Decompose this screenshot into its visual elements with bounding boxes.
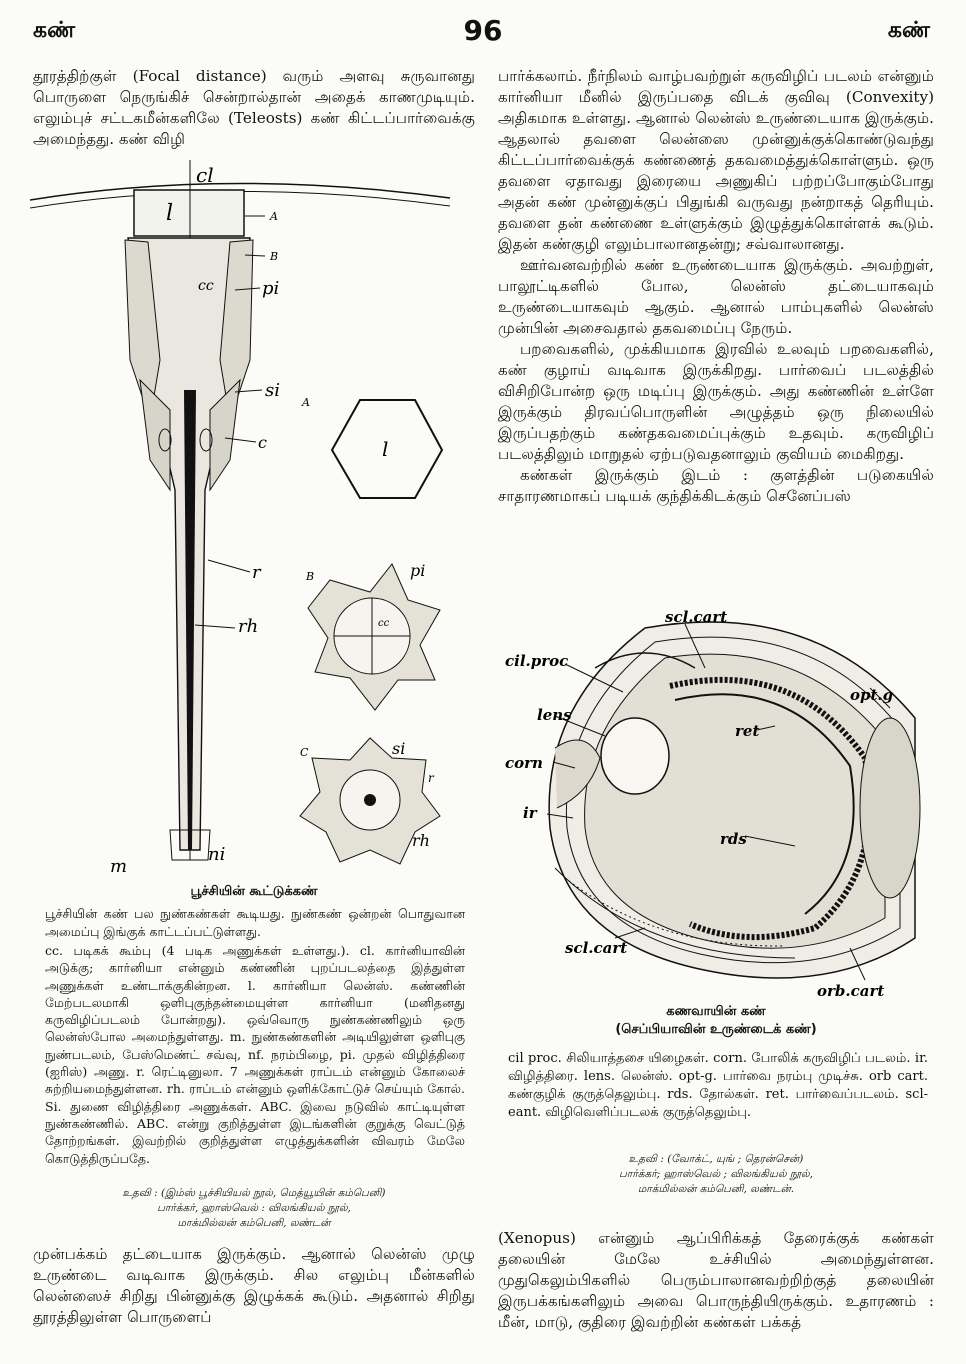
fig1-label-l: l bbox=[166, 201, 173, 226]
fig2-caption: கணவாயின் கண் bbox=[666, 1004, 766, 1019]
fig1-caption: பூச்சியின் கூட்டுக்கண் bbox=[190, 884, 318, 899]
fig2-label-corn: corn bbox=[505, 754, 543, 772]
right-bottom-paragraph: (Xenopus) என்னும் ஆப்பிரிக்கத் தேரைக்குக… bbox=[498, 1228, 934, 1333]
fig1-label-A: A bbox=[269, 210, 278, 223]
right-para-1: பார்க்கலாம். நீர்நிலம் வாழ்பவற்றுள் கருவ… bbox=[498, 67, 934, 253]
right-top-paragraphs: பார்க்கலாம். நீர்நிலம் வாழ்பவற்றுள் கருவ… bbox=[498, 66, 934, 507]
fig1-label-si: si bbox=[265, 380, 280, 401]
right-para-4: கண்கள் இருக்கும் இடம் : குளத்தின் படுகைய… bbox=[498, 466, 934, 505]
fig1-credit-line2: பார்க்கர், ஹாஸ்வெல் : விலங்கியல் நூல், bbox=[157, 1202, 351, 1214]
cuttlefish-eye-figure: scl.cart cil.proc lens corn ir ret opt.g… bbox=[505, 608, 921, 1000]
fig1-label-rh: rh bbox=[238, 616, 258, 637]
left-top-text: தூரத்திற்குள் (Focal distance) வரும் அளவ… bbox=[33, 67, 475, 148]
fig1-credit: உதவி : (இம்ஸ் பூச்சியியல் நூல், மெத்யூயி… bbox=[33, 1186, 475, 1231]
inset-b-letter: B bbox=[305, 570, 314, 583]
inset-c-label-r: r bbox=[428, 771, 435, 785]
header-right: கண் bbox=[887, 18, 930, 43]
fig1-credit-line1: உதவி : (இம்ஸ் பூச்சியியல் நூல், மெத்யூயி… bbox=[122, 1187, 386, 1199]
fig2-label-lens: lens bbox=[537, 706, 572, 724]
inset-a-letter: A bbox=[301, 396, 310, 409]
fig2-label-ir: ir bbox=[523, 804, 538, 822]
inset-c-label-si: si bbox=[392, 739, 405, 758]
fig2-label-opt-g: opt.g bbox=[850, 686, 893, 704]
fig2-credit-line1: உதவி : (வோக்ட், யுங் ; தெரன்சென்) bbox=[628, 1153, 804, 1165]
fig1-label-cc: cc bbox=[198, 278, 214, 294]
fig1-label-m: m bbox=[110, 856, 127, 877]
fig2-label-rds: rds bbox=[720, 830, 747, 848]
fig2-label-cil-proc: cil.proc bbox=[505, 652, 568, 670]
fig1-label-ni: ni bbox=[208, 844, 225, 865]
inset-c-letter: C bbox=[300, 746, 309, 759]
fig1-legend: cc. படிகக் கூம்பு (4 படிக அணுக்கள் உள்ளத… bbox=[45, 943, 465, 1166]
fig2-credit: உதவி : (வோக்ட், யுங் ; தெரன்சென்) பார்க்… bbox=[498, 1152, 934, 1197]
fig2-label-scl-cart-bottom: scl.cart bbox=[565, 939, 627, 957]
insect-eye-figure: cl l A B cc pi si c r rh m ni A l B pi c… bbox=[30, 160, 451, 877]
fig1-label-B: B bbox=[269, 250, 278, 263]
fig1-description: பூச்சியின் கண் பல நுண்கண்கள் கூடியது. நு… bbox=[45, 906, 465, 939]
fig1-label-pi: pi bbox=[262, 278, 279, 299]
fig1-label-cl: cl bbox=[196, 163, 214, 187]
right-para-3: பறவைகளில், முக்கியமாக இரவில் உலவும் பறவை… bbox=[498, 340, 934, 463]
right-bottom-text: (Xenopus) என்னும் ஆப்பிரிக்கத் தேரைக்குக… bbox=[498, 1229, 934, 1331]
page-number: 96 bbox=[463, 14, 503, 47]
inset-b-label-cc: cc bbox=[378, 618, 390, 629]
inset-c-label-rh: rh bbox=[412, 831, 430, 850]
inset-b-label-pi: pi bbox=[410, 561, 425, 580]
left-top-paragraph: தூரத்திற்குள் (Focal distance) வரும் அளவ… bbox=[33, 66, 475, 150]
fig2-label-scl-cart-top: scl.cart bbox=[665, 608, 727, 626]
left-bottom-paragraph: முன்பக்கம் தட்டையாக இருக்கும். ஆனால் லென… bbox=[33, 1244, 475, 1328]
fig2-credit-line2: பார்க்கர்; ஹாஸ்வெல் ; விலங்கியல் நூல், bbox=[619, 1168, 813, 1180]
fig2-credit-line3: மாக்மில்லன் கம்பெனி, லண்டன். bbox=[637, 1183, 795, 1195]
fig2-subcaption: (செப்பியாவின் உருண்டைக் கண்) bbox=[615, 1022, 817, 1037]
fig2-label-ret: ret bbox=[735, 722, 759, 740]
fig2-label-orb-cart: orb.cart bbox=[817, 982, 884, 1000]
fig1-credit-line3: மாக்மில்லன் கம்பெனி, லண்டன் bbox=[177, 1217, 331, 1229]
inset-a-label-l: l bbox=[382, 437, 388, 461]
fig2-legend: cil proc. சிலியாத்தசை யிழைகள். corn. போல… bbox=[508, 1051, 928, 1120]
left-bottom-text: முன்பக்கம் தட்டையாக இருக்கும். ஆனால் லென… bbox=[33, 1245, 475, 1326]
fig1-label-r: r bbox=[252, 562, 262, 583]
fig1-label-c: c bbox=[258, 433, 267, 452]
right-para-2: ஊர்வனவற்றில் கண் உருண்டையாக இருக்கும். அ… bbox=[498, 256, 934, 337]
header-left: கண் bbox=[33, 18, 76, 43]
